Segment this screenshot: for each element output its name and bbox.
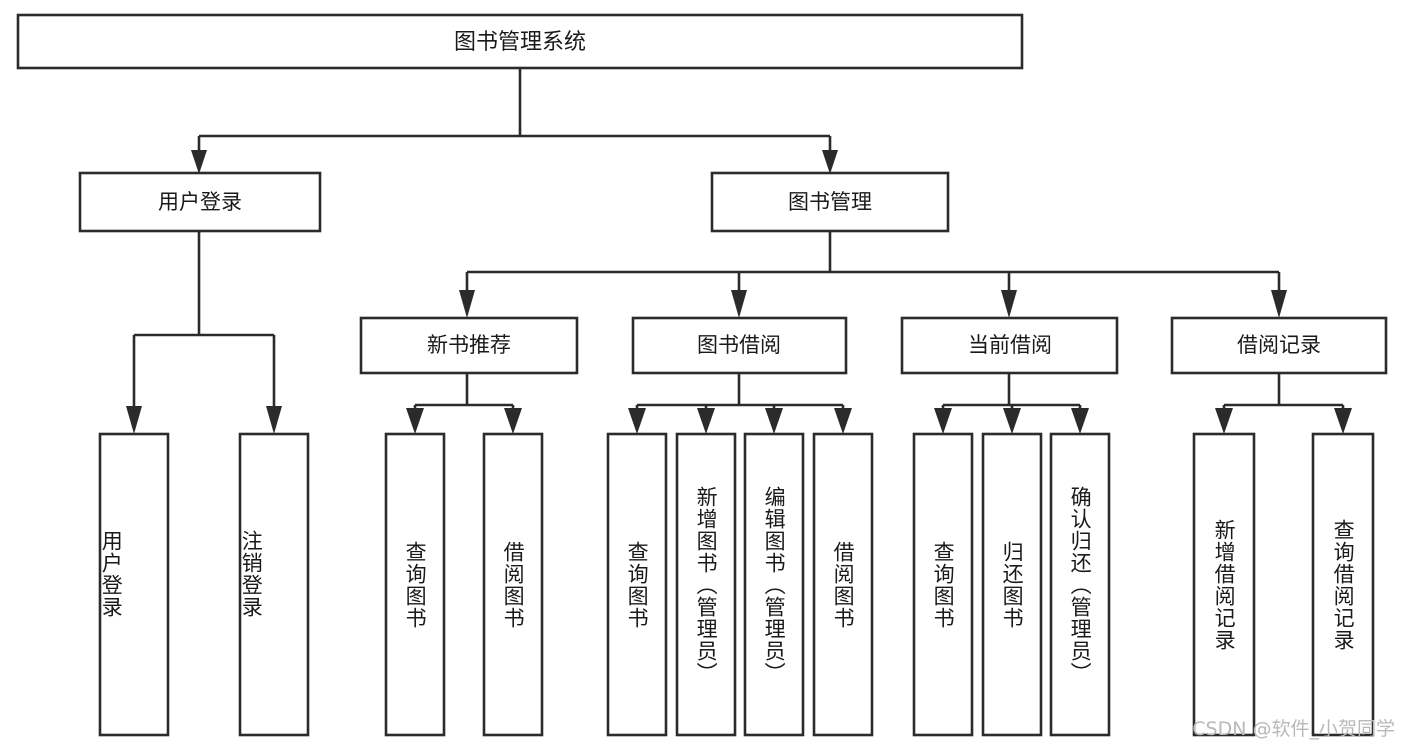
node-current-borrow[interactable]: 当前借阅 xyxy=(900,316,1119,375)
node-current-borrow-label: 当前借阅 xyxy=(968,333,1052,357)
node-leaf-user-login-box[interactable] xyxy=(98,432,170,737)
arrow-leaf-query-book-borrow xyxy=(628,408,646,434)
arrow-leaf-confirm-return xyxy=(1071,408,1089,434)
node-user-login[interactable]: 用户登录 xyxy=(78,171,322,233)
node-current-borrow-box[interactable] xyxy=(900,316,1119,375)
node-borrow-record-label: 借阅记录 xyxy=(1237,333,1321,357)
node-book-borrow-box[interactable] xyxy=(631,316,848,375)
arrow-new-book-rec xyxy=(459,290,475,318)
node-book-manage-label: 图书管理 xyxy=(788,190,872,214)
node-leaf-borrow-book-rec-box[interactable] xyxy=(482,432,544,737)
node-book-manage-box[interactable] xyxy=(710,171,950,233)
arrow-book-borrow xyxy=(731,290,747,318)
arrow-leaf-query-record xyxy=(1334,408,1352,434)
node-new-book-rec-label: 新书推荐 xyxy=(427,333,511,357)
arrow-book-manage xyxy=(822,150,838,174)
arrow-leaf-borrow-book xyxy=(834,408,852,434)
node-user-login-label: 用户登录 xyxy=(158,190,242,214)
node-leaf-logout-box[interactable] xyxy=(238,432,310,737)
node-leaf-borrow-book-box[interactable] xyxy=(812,432,874,737)
connector-layer xyxy=(126,68,1352,434)
node-leaf-add-book-box[interactable] xyxy=(675,432,737,737)
arrow-leaf-return-book xyxy=(1003,408,1021,434)
node-leaf-return-book-box[interactable] xyxy=(981,432,1043,737)
node-leaf-query-book-borrow-box[interactable] xyxy=(606,432,668,737)
node-leaf-edit-book-box[interactable] xyxy=(743,432,805,737)
arrow-leaf-add-book xyxy=(697,408,715,434)
arrow-leaf-query-book-rec xyxy=(406,408,424,434)
arrow-current-borrow xyxy=(1001,290,1017,318)
node-borrow-record[interactable]: 借阅记录 xyxy=(1170,316,1388,375)
node-user-login-box[interactable] xyxy=(78,171,322,233)
node-book-borrow[interactable]: 图书借阅 xyxy=(631,316,848,375)
node-new-book-rec-box[interactable] xyxy=(359,316,579,375)
node-book-borrow-label: 图书借阅 xyxy=(697,333,781,357)
node-root-box[interactable] xyxy=(16,13,1024,70)
node-leaf-add-record-box[interactable] xyxy=(1192,432,1256,737)
arrow-user-login xyxy=(191,150,207,174)
arrow-leaf-user-login xyxy=(126,406,142,434)
arrow-leaf-borrow-book-rec xyxy=(504,408,522,434)
node-leaf-query-book-cur-box[interactable] xyxy=(912,432,974,737)
node-new-book-rec[interactable]: 新书推荐 xyxy=(359,316,579,375)
arrow-borrow-record xyxy=(1271,290,1287,318)
arrow-leaf-add-record xyxy=(1215,408,1233,434)
node-root[interactable]: 图书管理系统 xyxy=(16,13,1024,70)
node-book-manage[interactable]: 图书管理 xyxy=(710,171,950,233)
node-leaf-confirm-return-box[interactable] xyxy=(1049,432,1111,737)
arrow-leaf-edit-book xyxy=(765,408,783,434)
node-root-label: 图书管理系统 xyxy=(454,30,586,55)
arrow-leaf-query-book-cur xyxy=(934,408,952,434)
node-layer: 图书管理系统 用户登录 图书管理 新书推荐 图书借阅 当前 xyxy=(16,13,1388,737)
arrow-leaf-logout xyxy=(266,406,282,434)
node-leaf-query-book-rec-box[interactable] xyxy=(384,432,446,737)
node-borrow-record-box[interactable] xyxy=(1170,316,1388,375)
node-leaf-query-record-box[interactable] xyxy=(1311,432,1375,737)
